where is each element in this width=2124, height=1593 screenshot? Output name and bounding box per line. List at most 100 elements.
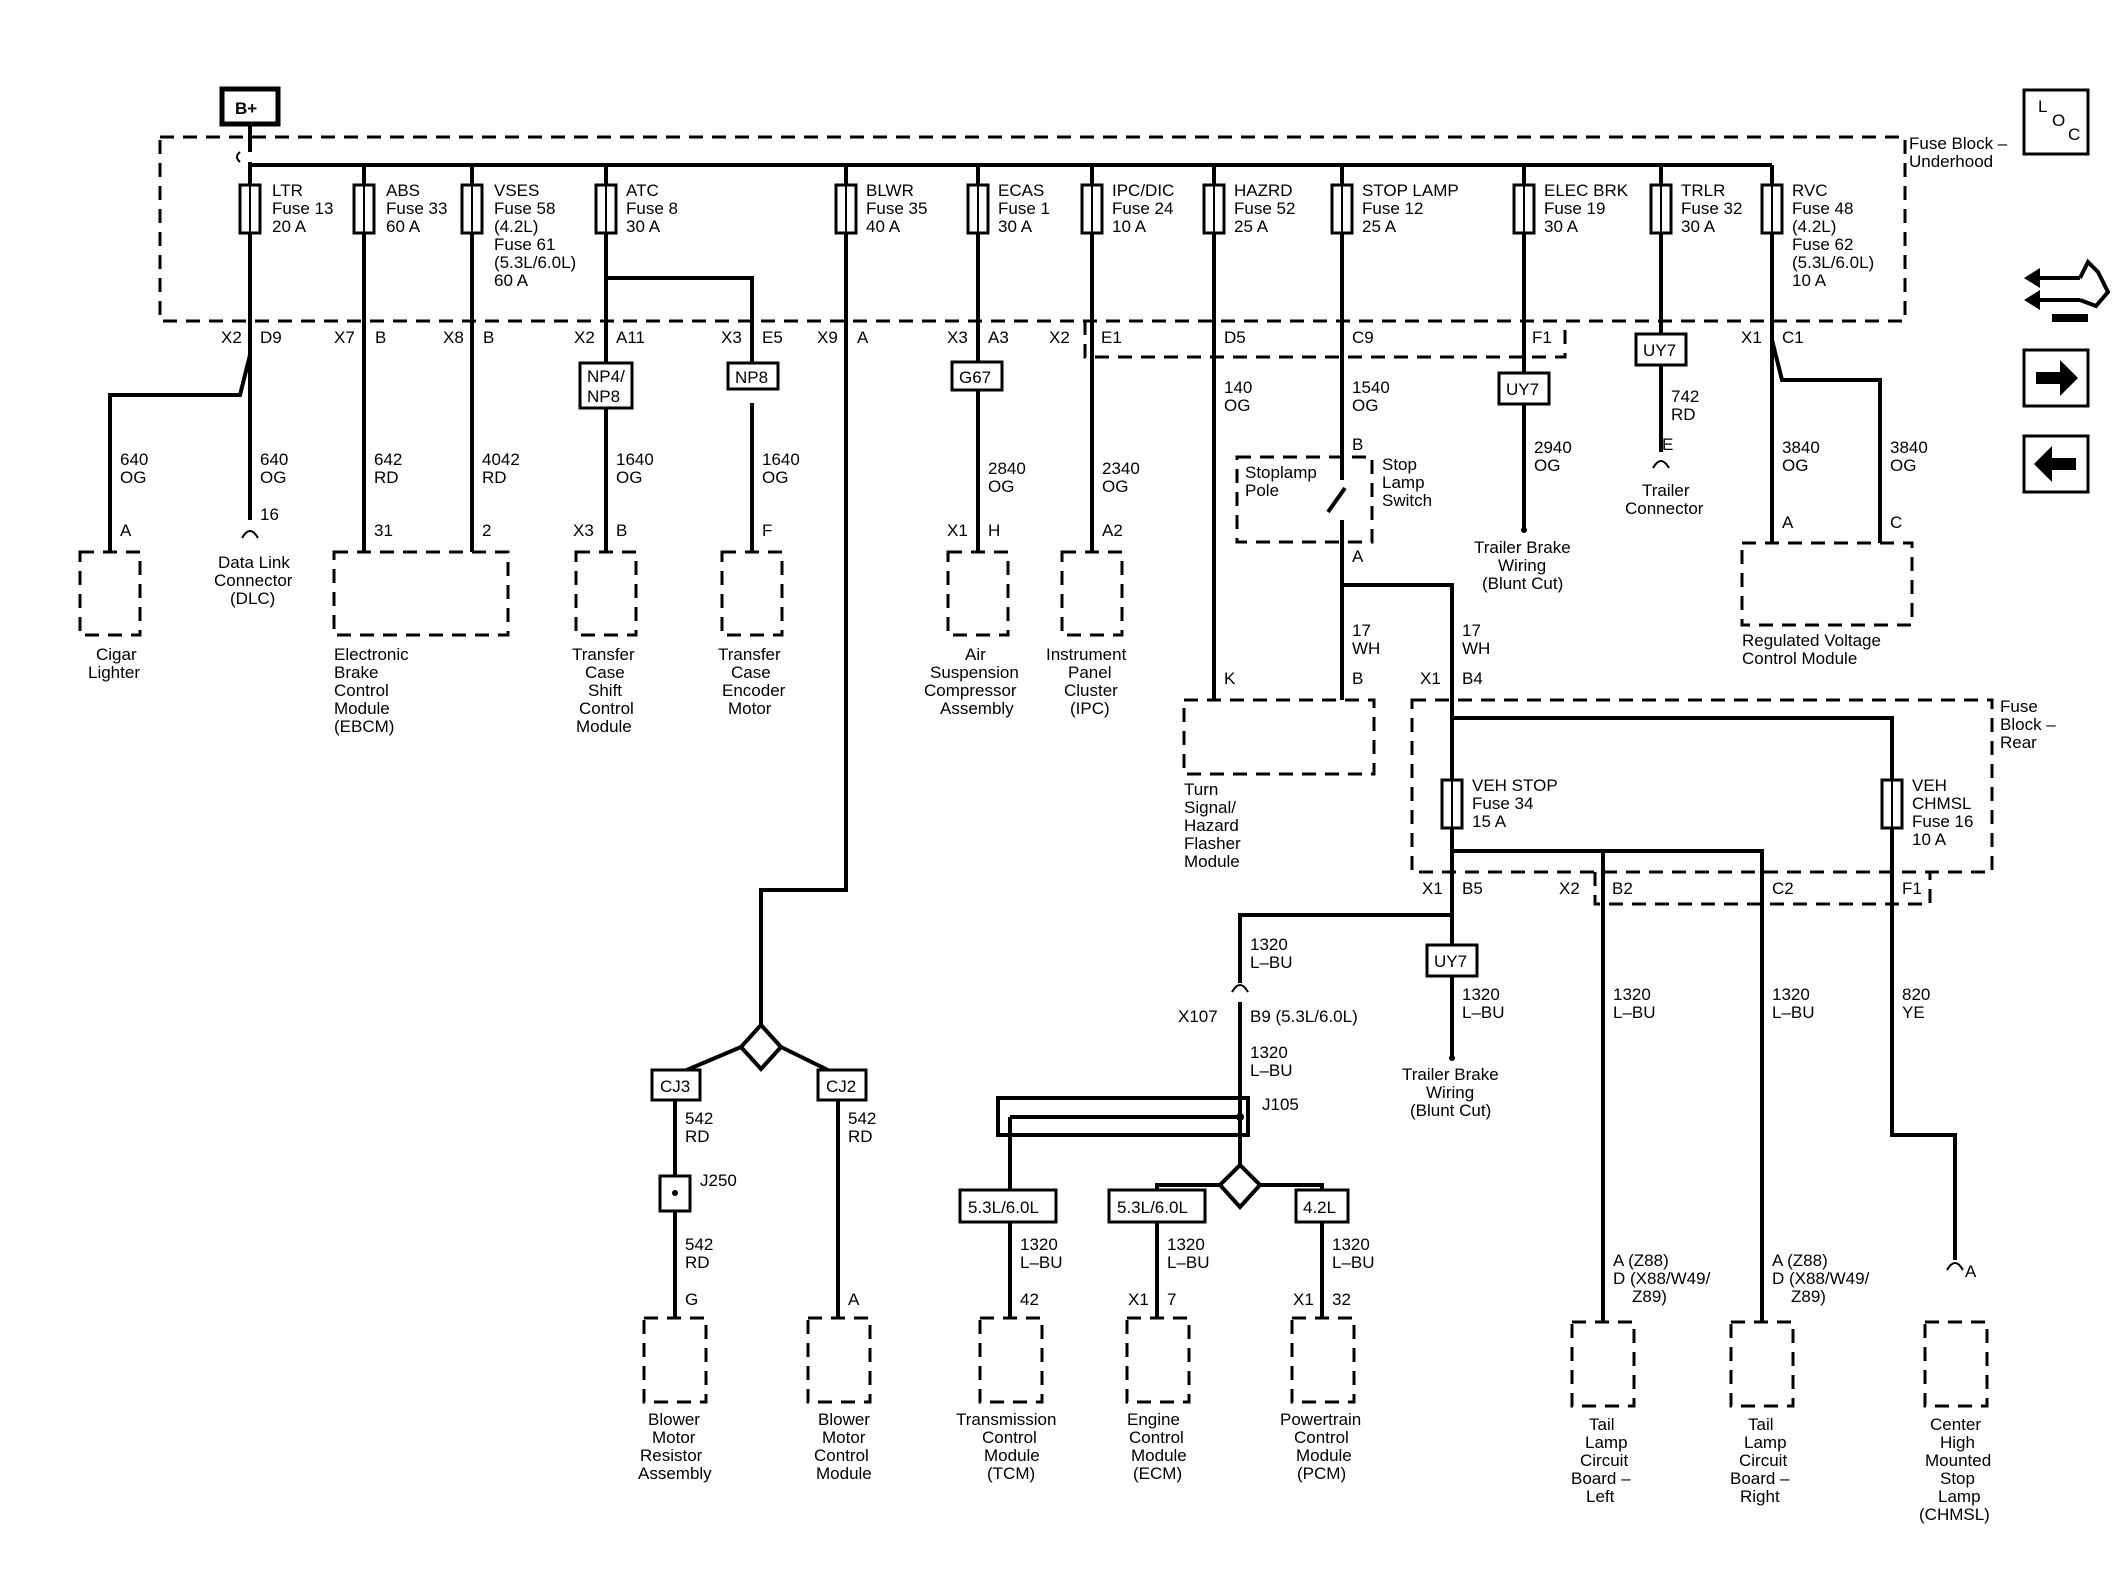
ipc-connector-dashed-box: [1083, 321, 1567, 359]
svg-text:640: 640: [120, 450, 148, 469]
svg-text:X3: X3: [947, 328, 968, 347]
svg-text:X1: X1: [1422, 879, 1443, 898]
svg-text:B4: B4: [1462, 669, 1483, 688]
svg-text:Board –: Board –: [1730, 1469, 1790, 1488]
svg-text:A: A: [1782, 513, 1794, 532]
svg-text:TRLR: TRLR: [1681, 181, 1725, 200]
svg-text:A: A: [120, 521, 132, 540]
svg-text:1320: 1320: [1613, 985, 1651, 1004]
tcm-box: [978, 1316, 1044, 1404]
svg-text:42: 42: [1020, 1290, 1039, 1309]
svg-text:X3: X3: [573, 521, 594, 540]
svg-text:Stop: Stop: [1382, 455, 1417, 474]
svg-text:YE: YE: [1902, 1003, 1925, 1022]
svg-text:Transfer: Transfer: [718, 645, 781, 664]
air-suspension-box: [946, 550, 1010, 637]
svg-text:Engine: Engine: [1127, 1410, 1180, 1429]
svg-text:Trailer: Trailer: [1642, 481, 1690, 500]
blower-resistor-box: [642, 1316, 708, 1404]
tcem-box: [720, 550, 784, 637]
trailer-brake-wiring-end: [1521, 527, 1527, 533]
svg-text:Control: Control: [579, 699, 634, 718]
svg-text:Motor: Motor: [822, 1428, 866, 1447]
svg-text:C2: C2: [1772, 879, 1794, 898]
svg-text:Data Link: Data Link: [218, 553, 290, 572]
svg-text:X107: X107: [1178, 1007, 1218, 1026]
svg-text:Board –: Board –: [1571, 1469, 1631, 1488]
svg-text:OG: OG: [260, 468, 286, 487]
svg-text:Circuit: Circuit: [1580, 1451, 1628, 1470]
rvcm-box: [1740, 541, 1914, 627]
svg-text:X9: X9: [817, 328, 838, 347]
previous-page-button[interactable]: [2022, 434, 2090, 494]
svg-text:7: 7: [1167, 1290, 1176, 1309]
ebcm-box: [332, 550, 510, 637]
svg-text:RD: RD: [1671, 405, 1696, 424]
svg-text:Air: Air: [965, 645, 986, 664]
next-page-button[interactable]: [2022, 348, 2090, 408]
svg-text:Instrument: Instrument: [1046, 645, 1127, 664]
svg-text:1320: 1320: [1250, 935, 1288, 954]
fuse-elec-brk: [1512, 183, 1536, 235]
svg-text:B: B: [1352, 435, 1363, 454]
fuse-ltr: [238, 183, 262, 235]
svg-text:1320: 1320: [1462, 985, 1500, 1004]
svg-text:1320: 1320: [1250, 1043, 1288, 1062]
fuse-atc: [594, 183, 618, 235]
svg-text:Control: Control: [1129, 1428, 1184, 1447]
svg-text:Module: Module: [334, 699, 390, 718]
vehicle-swap-icon[interactable]: [2024, 258, 2111, 322]
tag-pcm-engine: 4.2L: [1294, 1188, 1350, 1224]
svg-text:Motor: Motor: [728, 699, 772, 718]
svg-text:B: B: [375, 328, 386, 347]
tag-uy7-trlr: UY7: [1634, 332, 1688, 367]
svg-text:B9 (5.3L/6.0L): B9 (5.3L/6.0L): [1250, 1007, 1358, 1026]
svg-text:Lamp: Lamp: [1744, 1433, 1787, 1452]
svg-text:Encoder: Encoder: [722, 681, 786, 700]
svg-text:Module: Module: [1184, 852, 1240, 871]
svg-text:D (X88/W49/: D (X88/W49/: [1613, 1269, 1711, 1288]
svg-text:(5.3L/6.0L): (5.3L/6.0L): [494, 253, 576, 272]
svg-text:Module: Module: [984, 1446, 1040, 1465]
j250-splice-dot: [672, 1190, 678, 1196]
svg-text:VEH STOP: VEH STOP: [1472, 776, 1558, 795]
svg-text:E: E: [1662, 435, 1673, 454]
svg-text:RD: RD: [482, 468, 507, 487]
arrow-right-icon: [2036, 360, 2078, 396]
svg-text:1320: 1320: [1020, 1235, 1058, 1254]
svg-text:OG: OG: [1890, 456, 1916, 475]
svg-text:3840: 3840: [1782, 438, 1820, 457]
svg-text:30 A: 30 A: [626, 217, 661, 236]
pcm-box: [1290, 1316, 1356, 1404]
tag-uy7-veh-stop: UY7: [1425, 943, 1479, 978]
svg-text:Trailer Brake: Trailer Brake: [1402, 1065, 1499, 1084]
location-button[interactable]: L O C: [2022, 88, 2090, 156]
svg-text:Case: Case: [731, 663, 771, 682]
svg-text:Case: Case: [585, 663, 625, 682]
svg-text:ECAS: ECAS: [998, 181, 1044, 200]
svg-text:(ECM): (ECM): [1133, 1464, 1182, 1483]
svg-text:C: C: [1890, 513, 1902, 532]
veh-stop-out-wires: [1238, 872, 1454, 1058]
svg-text:Fuse 12: Fuse 12: [1362, 199, 1423, 218]
svg-text:Compressor: Compressor: [924, 681, 1017, 700]
fuse-trlr: [1649, 183, 1673, 235]
fuse-vses: [460, 183, 484, 235]
svg-text:Trailer Brake: Trailer Brake: [1474, 538, 1571, 557]
ipc-box: [1060, 550, 1124, 637]
svg-text:20 A: 20 A: [272, 217, 307, 236]
svg-text:(4.2L): (4.2L): [1792, 217, 1836, 236]
svg-text:5.3L/6.0L: 5.3L/6.0L: [1117, 1198, 1188, 1217]
svg-text:1640: 1640: [762, 450, 800, 469]
svg-text:Fuse 1: Fuse 1: [998, 199, 1050, 218]
chmsl-connector-symbol: [1946, 1262, 1964, 1271]
